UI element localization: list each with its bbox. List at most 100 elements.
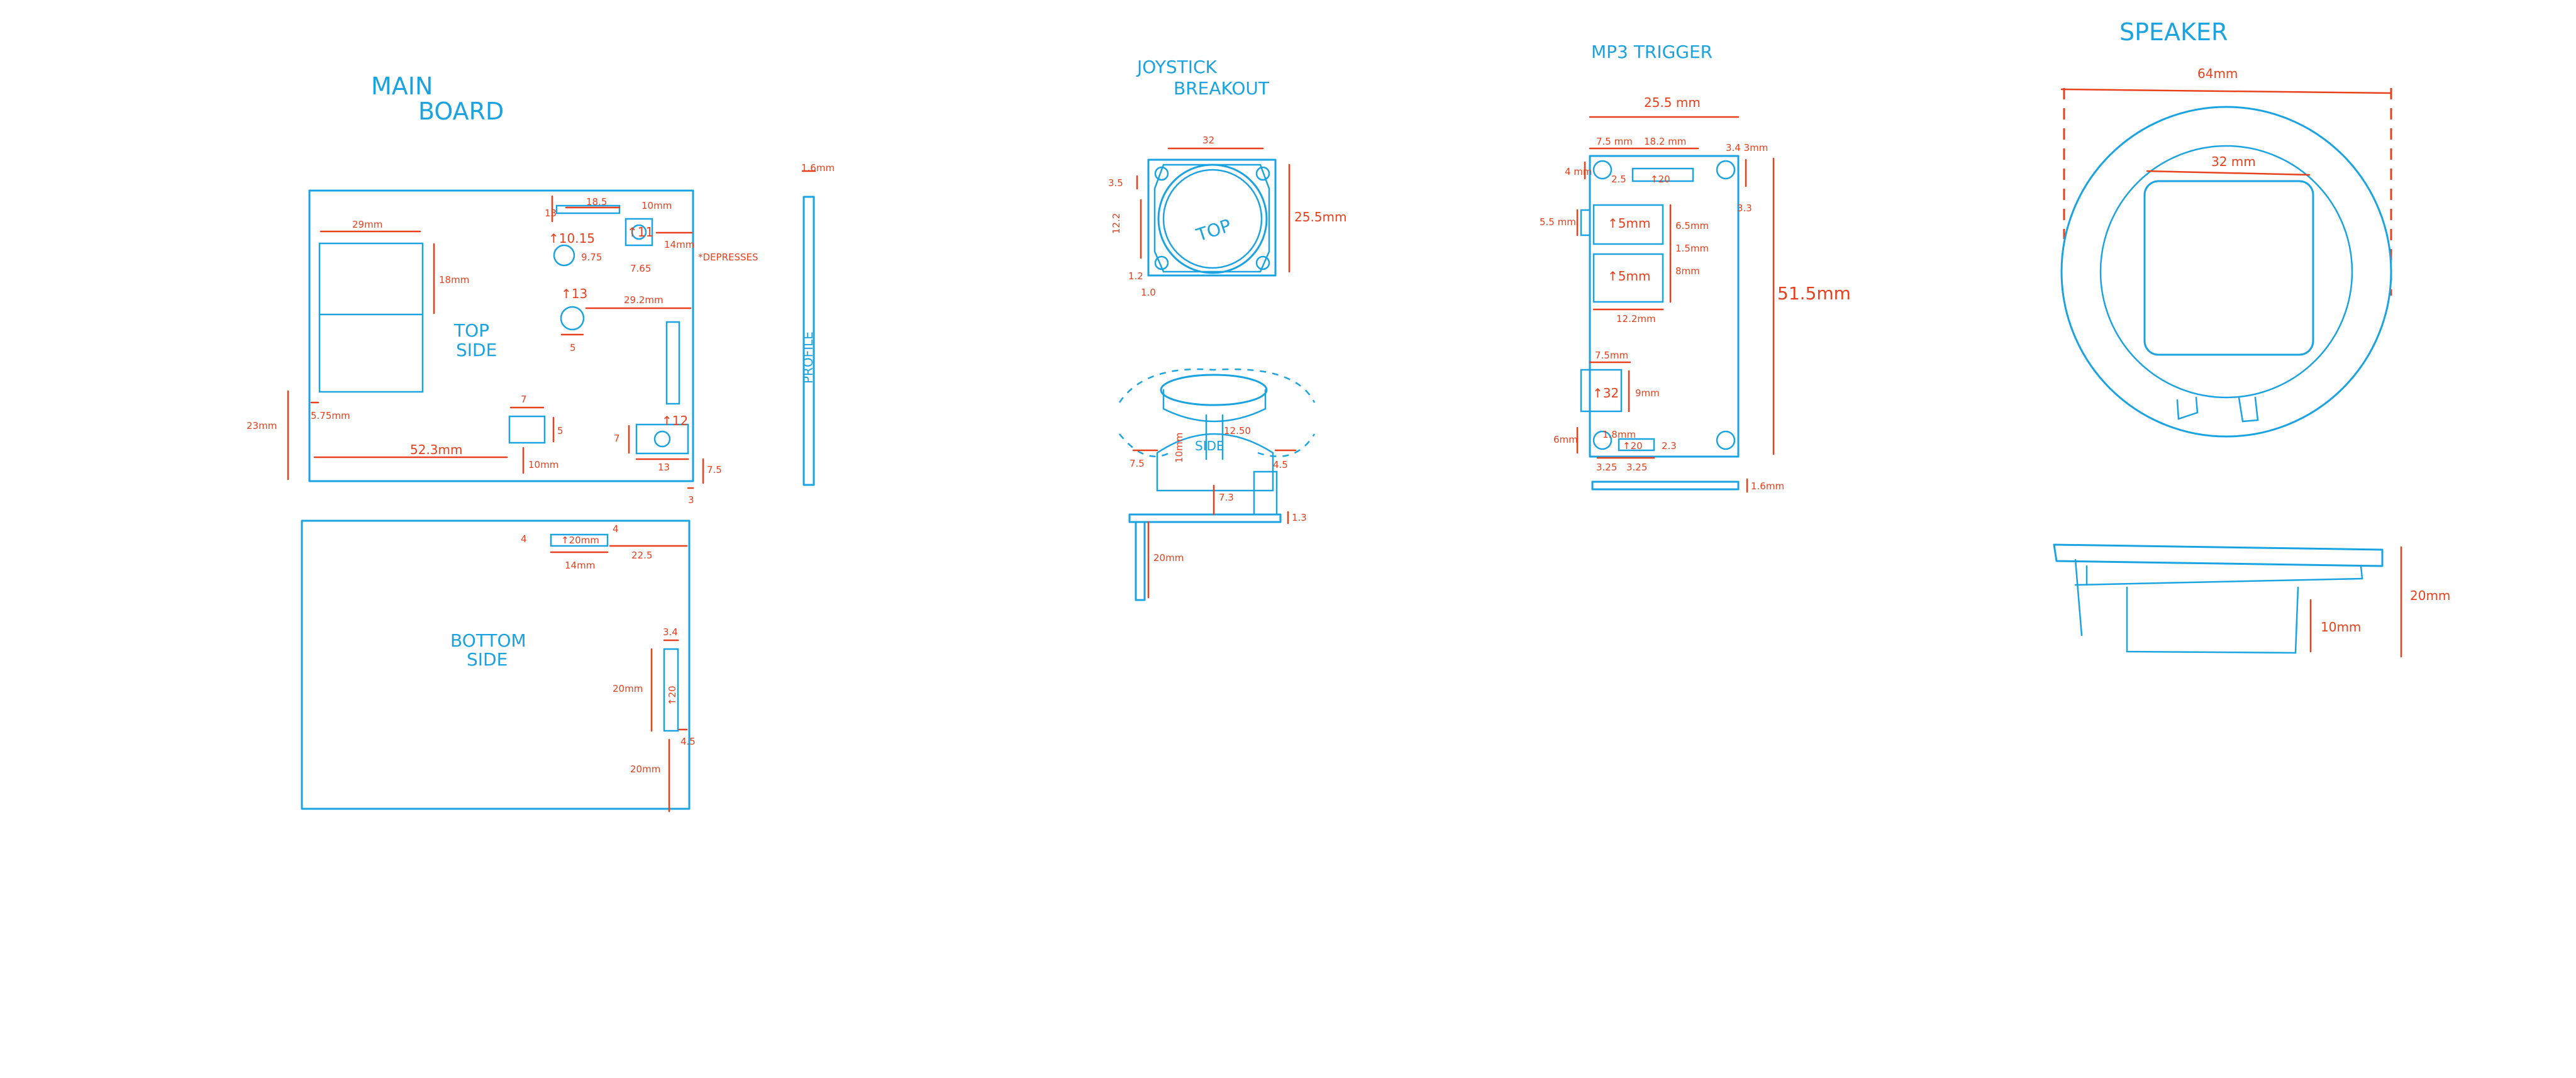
dim-23mm: 23mm bbox=[247, 420, 277, 431]
dim-9mm: 9mm bbox=[1635, 387, 1660, 399]
profile-outline bbox=[802, 196, 815, 486]
top-header-vertical bbox=[665, 321, 680, 405]
dim-7-5: 7.5 bbox=[707, 464, 722, 475]
dim-11: ↑11 bbox=[627, 225, 653, 240]
dim-7-3: 7.3 bbox=[1219, 492, 1234, 503]
joystick-side-label: SIDE bbox=[1195, 438, 1224, 453]
dim-5mm-b: ↑5mm bbox=[1607, 269, 1650, 284]
dim-32mm: 32 mm bbox=[2211, 154, 2256, 169]
dim-20b: ↑20 bbox=[1623, 440, 1643, 452]
dim-32mm-line bbox=[2146, 170, 2311, 176]
speaker-side-body bbox=[2126, 586, 2299, 654]
speaker-cone-ring bbox=[2099, 145, 2353, 399]
main-board-title-line1: MAIN bbox=[371, 72, 433, 100]
dim-20-rotated: ↑20 bbox=[667, 686, 678, 706]
joystick-cap-outer bbox=[1157, 164, 1268, 274]
top-button-b bbox=[560, 306, 585, 331]
dim-20: ↑20 bbox=[1650, 174, 1670, 185]
speaker-magnet bbox=[2143, 180, 2314, 356]
speaker-side-rim bbox=[2074, 558, 2363, 636]
mp3-trigger-section: MP3 TRIGGER 25.5 mm 7.5 mm 18.2 mm 3.4 3… bbox=[1540, 42, 1851, 493]
dim-1-5mm: 1.5mm bbox=[1675, 243, 1709, 254]
main-board-title-line2: BOARD bbox=[418, 97, 504, 125]
dim-7-65: 7.65 bbox=[630, 263, 651, 274]
dim-13b: 13 bbox=[658, 462, 670, 473]
mp3-header-bottom bbox=[1618, 438, 1655, 452]
dim-12-2mm: 12.2mm bbox=[1616, 313, 1656, 325]
dim-18-2mm: 18.2 mm bbox=[1644, 136, 1686, 147]
mp3-component-a bbox=[1592, 204, 1664, 245]
top-switch bbox=[625, 218, 653, 247]
dim-2-3: 2.3 bbox=[1662, 440, 1677, 452]
mp3-audio-jack bbox=[1580, 369, 1623, 413]
main-board-top-view: TOP SIDE 29mm 18mm 13 18.5 10mm ↑10.15 9… bbox=[247, 189, 758, 506]
dim-1-2: 1.2 bbox=[1128, 270, 1143, 282]
joystick-top-view: TOP 32 3.5 25.5mm 12.2 1.2 1.0 bbox=[1108, 135, 1347, 298]
dim-4-5: 4.5 bbox=[680, 736, 696, 747]
speaker-side-view: 20mm 10mm bbox=[2053, 543, 2450, 658]
joystick-title-line2: BREAKOUT bbox=[1174, 78, 1270, 99]
speaker-side-flange bbox=[2053, 543, 2384, 567]
bottom-board-outline bbox=[301, 520, 691, 810]
dim-20mm: 20mm bbox=[1153, 552, 1184, 564]
joystick-side-connector bbox=[1253, 470, 1278, 516]
dim-52-3mm: 52.3mm bbox=[410, 442, 463, 457]
dim-3: 3 bbox=[688, 494, 694, 506]
mp3-profile-strip bbox=[1591, 481, 1740, 491]
speaker-section: SPEAKER 64mm 32 mm 20mm 10mm bbox=[2053, 18, 2450, 658]
dim-5-5mm: 5.5 mm bbox=[1540, 216, 1576, 228]
dim-6mm: 6mm bbox=[1553, 434, 1578, 445]
dim-10mm-top: 10mm bbox=[641, 200, 672, 211]
bottom-side-label-line2: SIDE bbox=[467, 649, 508, 670]
profile-label: PROFILE bbox=[801, 331, 816, 384]
dim-10mm-b: 10mm bbox=[528, 459, 558, 470]
dim-13-arrow: ↑13 bbox=[561, 286, 587, 301]
dim-6-5mm: 6.5mm bbox=[1675, 220, 1709, 231]
dim-5b: 5 bbox=[557, 425, 564, 436]
mp3-board-outline bbox=[1589, 155, 1740, 458]
dim-4: 4 bbox=[521, 533, 527, 545]
dim-4-5: 4.5 bbox=[1273, 459, 1288, 470]
dim-7-5mm-b: 7.5mm bbox=[1595, 350, 1628, 361]
joystick-side-header bbox=[1135, 521, 1146, 601]
dim-1-6mm: 1.6mm bbox=[1751, 481, 1784, 492]
dim-3-5: 3.5 bbox=[1108, 177, 1123, 189]
dim-9-75: 9.75 bbox=[581, 252, 602, 263]
dim-1-8mm: 1.8mm bbox=[1602, 429, 1636, 440]
mp3-title: MP3 TRIGGER bbox=[1591, 42, 1713, 62]
joystick-side-board bbox=[1128, 513, 1282, 523]
joystick-hole-br bbox=[1255, 255, 1270, 270]
dim-20mm: 20mm bbox=[2410, 588, 2450, 603]
dim-5-75mm: 5.75mm bbox=[311, 410, 350, 421]
dim-1-3: 1.3 bbox=[1292, 512, 1307, 523]
dim-13: 13 bbox=[545, 208, 557, 219]
top-jack-hole bbox=[653, 430, 671, 448]
dim-18mm: 18mm bbox=[439, 274, 469, 286]
main-board-bottom-view: BOTTOM SIDE 4 4 ↑20mm 14mm 22.5 3.4 20mm… bbox=[301, 520, 696, 813]
dim-4mm: 4 mm bbox=[1565, 166, 1592, 177]
dim-7a: 7 bbox=[521, 394, 527, 405]
dim-25-5mm: 25.5 mm bbox=[1644, 95, 1701, 110]
dim-10mm: 10mm bbox=[2321, 620, 2361, 635]
top-board-module bbox=[318, 242, 424, 393]
mp3-hole-tl bbox=[1592, 160, 1613, 180]
joystick-section: JOYSTICK BREAKOUT TOP 32 3.5 25.5mm 12.2… bbox=[1108, 57, 1347, 601]
dim-32: ↑32 bbox=[1592, 386, 1619, 401]
top-header-strip bbox=[555, 204, 621, 214]
dim-14mm-b: 14mm bbox=[565, 560, 595, 571]
dim-8mm: 8mm bbox=[1675, 265, 1700, 277]
joystick-cap-inner bbox=[1162, 169, 1263, 269]
dim-12-50: 12.50 bbox=[1224, 425, 1251, 436]
mp3-hole-tr bbox=[1716, 160, 1736, 180]
top-small-part bbox=[508, 415, 546, 444]
joystick-hole-tr bbox=[1255, 166, 1270, 181]
dim-29mm: 29mm bbox=[352, 219, 382, 230]
joystick-top-label: TOP bbox=[1193, 215, 1233, 246]
dim-7b: 7 bbox=[614, 433, 620, 444]
dim-64mm: 64mm bbox=[2197, 66, 2238, 81]
joystick-side-view: SIDE 7.5 10mm 12.50 4.5 7.3 1.3 20mm bbox=[1118, 368, 1316, 601]
dim-3-4mm: 3.4 3mm bbox=[1726, 142, 1768, 153]
dim-29-2mm: 29.2mm bbox=[624, 294, 663, 306]
joystick-housing bbox=[1153, 164, 1270, 273]
